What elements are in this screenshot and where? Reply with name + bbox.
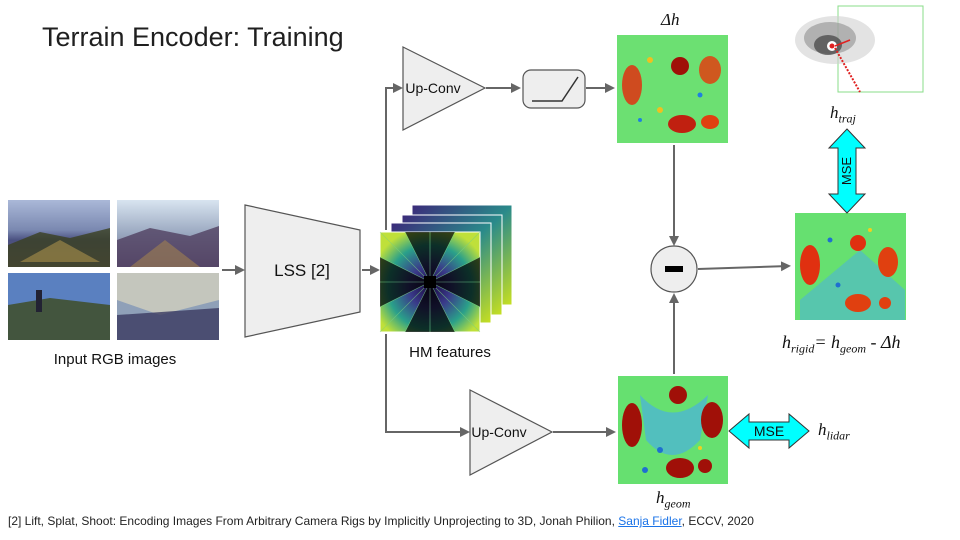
delta-h-label: Δh [661,10,680,29]
relu-icon [532,76,579,102]
h-lidar-label: hlidar [818,420,850,443]
input-images [8,200,219,340]
hm-features-stack [379,204,513,333]
h-geom-label: hgeom [656,488,691,511]
mse-vertical-arrow [827,128,867,214]
h-geom-heightmap [618,376,728,484]
trajectory-point-cloud [795,5,924,93]
lss-label: LSS [2] [274,261,330,280]
page-title: Terrain Encoder: Training [42,22,344,52]
upconv-top-label: Up-Conv [405,80,460,96]
upconv-bottom-block [469,389,554,476]
lss-block [244,204,361,338]
mse-vertical-label: MSE [839,157,854,186]
mse-horizontal-arrow [728,412,810,450]
upconv-top-block [402,46,487,131]
footnote-citation: [2] Lift, Splat, Shoot: Encoding Images … [8,514,754,528]
h-traj-label: htraj [830,103,856,126]
upconv-bottom-label: Up-Conv [471,424,526,440]
h-rigid-heightmap [795,213,906,320]
relu-activation-block [522,69,586,109]
delta-h-heightmap [617,35,728,143]
hm-features-label: HM features [409,344,491,361]
author-link[interactable]: Sanja Fidler [618,514,682,528]
mse-horizontal-label: MSE [754,423,784,439]
h-rigid-equation: hrigid= hgeom - Δh [782,332,901,356]
input-images-label: Input RGB images [54,351,177,368]
minus-icon [665,266,683,272]
